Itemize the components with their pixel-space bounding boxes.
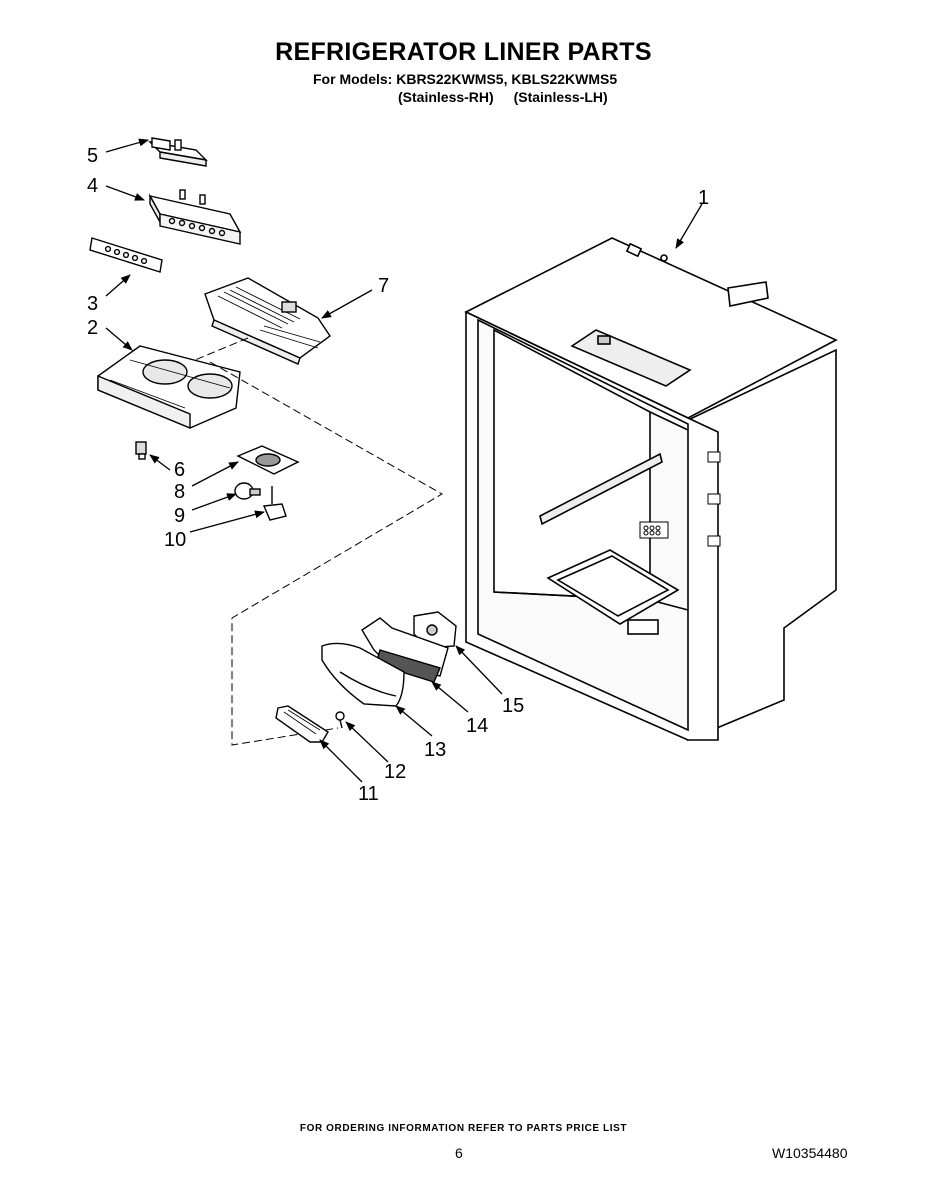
assembly-dash-lines (194, 337, 443, 746)
leader-1 (675, 203, 703, 249)
leader-15 (455, 645, 503, 695)
callout-6: 6 (174, 459, 185, 481)
leader-2 (105, 327, 133, 351)
part-9-bulb (234, 482, 261, 500)
callout-10: 10 (164, 529, 186, 551)
leader-13 (395, 705, 433, 737)
variant-lh: (Stainless-LH) (513, 89, 608, 105)
ordering-note: FOR ORDERING INFORMATION REFER TO PARTS … (299, 1123, 628, 1134)
leader-7 (321, 289, 373, 319)
part-5-bracket (147, 137, 209, 167)
part-12-screw (335, 711, 345, 729)
variant-rh: (Stainless-RH) (398, 89, 494, 105)
part-7-light-cover (204, 277, 331, 365)
callout-4: 4 (87, 175, 98, 197)
callout-8: 8 (174, 481, 185, 503)
leader-lines (105, 138, 703, 783)
leader-6 (149, 454, 171, 471)
part-13-cover (321, 642, 405, 707)
leader-8 (191, 461, 239, 487)
leader-9 (191, 493, 237, 511)
leader-4 (105, 185, 145, 201)
callout-13: 13 (424, 739, 446, 761)
callout-9: 9 (174, 505, 185, 527)
callout-14: 14 (466, 715, 488, 737)
leader-12 (345, 721, 389, 763)
callout-11: 11 (358, 783, 379, 805)
callout-5: 5 (87, 145, 98, 167)
part-1-liner (464, 237, 838, 742)
leader-5 (105, 138, 149, 153)
variants-line: (Stainless-RH) (Stainless-LH) (398, 89, 622, 105)
leader-3 (105, 274, 131, 297)
leader-11 (319, 739, 363, 783)
callout-15: 15 (502, 695, 524, 717)
callout-7: 7 (378, 275, 389, 297)
part-10-socket (262, 486, 287, 521)
page-title: REFRIGERATOR LINER PARTS (275, 38, 652, 66)
part-8-lens (236, 445, 300, 475)
callout-12: 12 (384, 761, 406, 783)
page-number: 6 (455, 1145, 463, 1161)
leader-14 (431, 681, 469, 713)
part-4-control-housing (148, 189, 242, 245)
callout-labels: 1 2 3 4 5 6 7 8 9 10 11 12 13 14 15 (87, 145, 709, 805)
leader-10 (189, 510, 265, 533)
callout-1: 1 (698, 187, 709, 209)
callout-2: 2 (87, 317, 98, 339)
models-line: For Models: KBRS22KWMS5, KBLS22KWMS5 (313, 71, 618, 87)
part-6-switch (135, 441, 147, 460)
part-2-light-housing (97, 345, 241, 430)
callout-3: 3 (87, 293, 98, 315)
part-3-membrane-strip (89, 237, 163, 273)
document-number: W10354480 (772, 1145, 848, 1161)
